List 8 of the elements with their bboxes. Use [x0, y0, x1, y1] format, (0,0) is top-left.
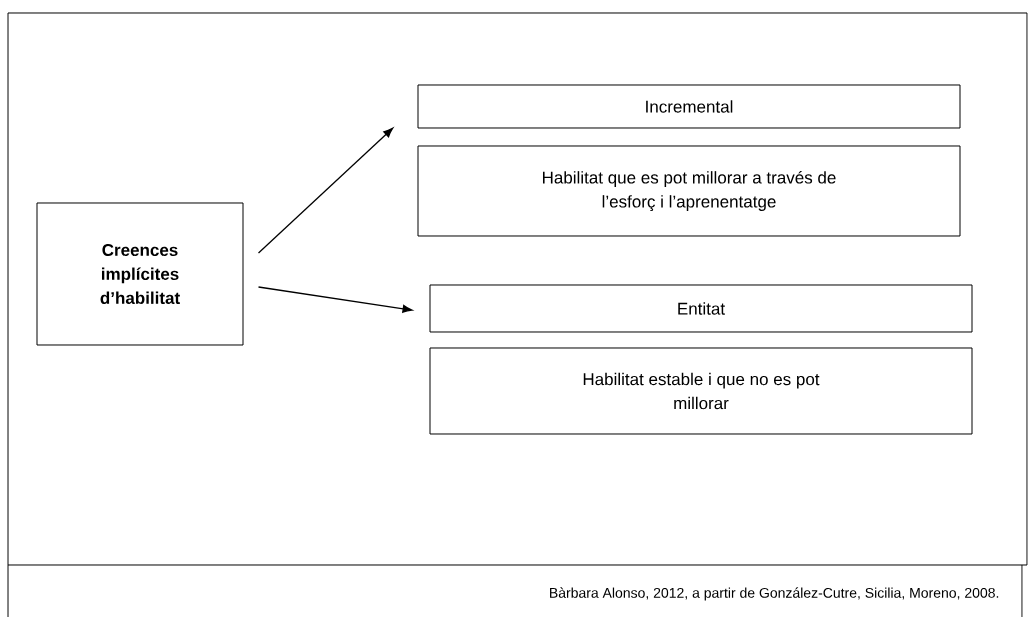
category-box: Incremental: [417, 84, 961, 129]
arrow: [257, 127, 394, 254]
description-box: Habilitat estable i que no es pot millorar: [429, 347, 973, 435]
description-box: Habilitat que es pot millorar a través de l’esforç i l’aprenentatge: [417, 145, 961, 237]
arrow: [257, 286, 413, 313]
concept-box: Creences implícites d’habilitat: [36, 202, 244, 346]
category-box: Entitat: [429, 284, 973, 333]
source-note: Bàrbara Alonso, 2012, a partir de González-Cutre, Sicilia, Moreno, 2008.: [550, 587, 999, 601]
